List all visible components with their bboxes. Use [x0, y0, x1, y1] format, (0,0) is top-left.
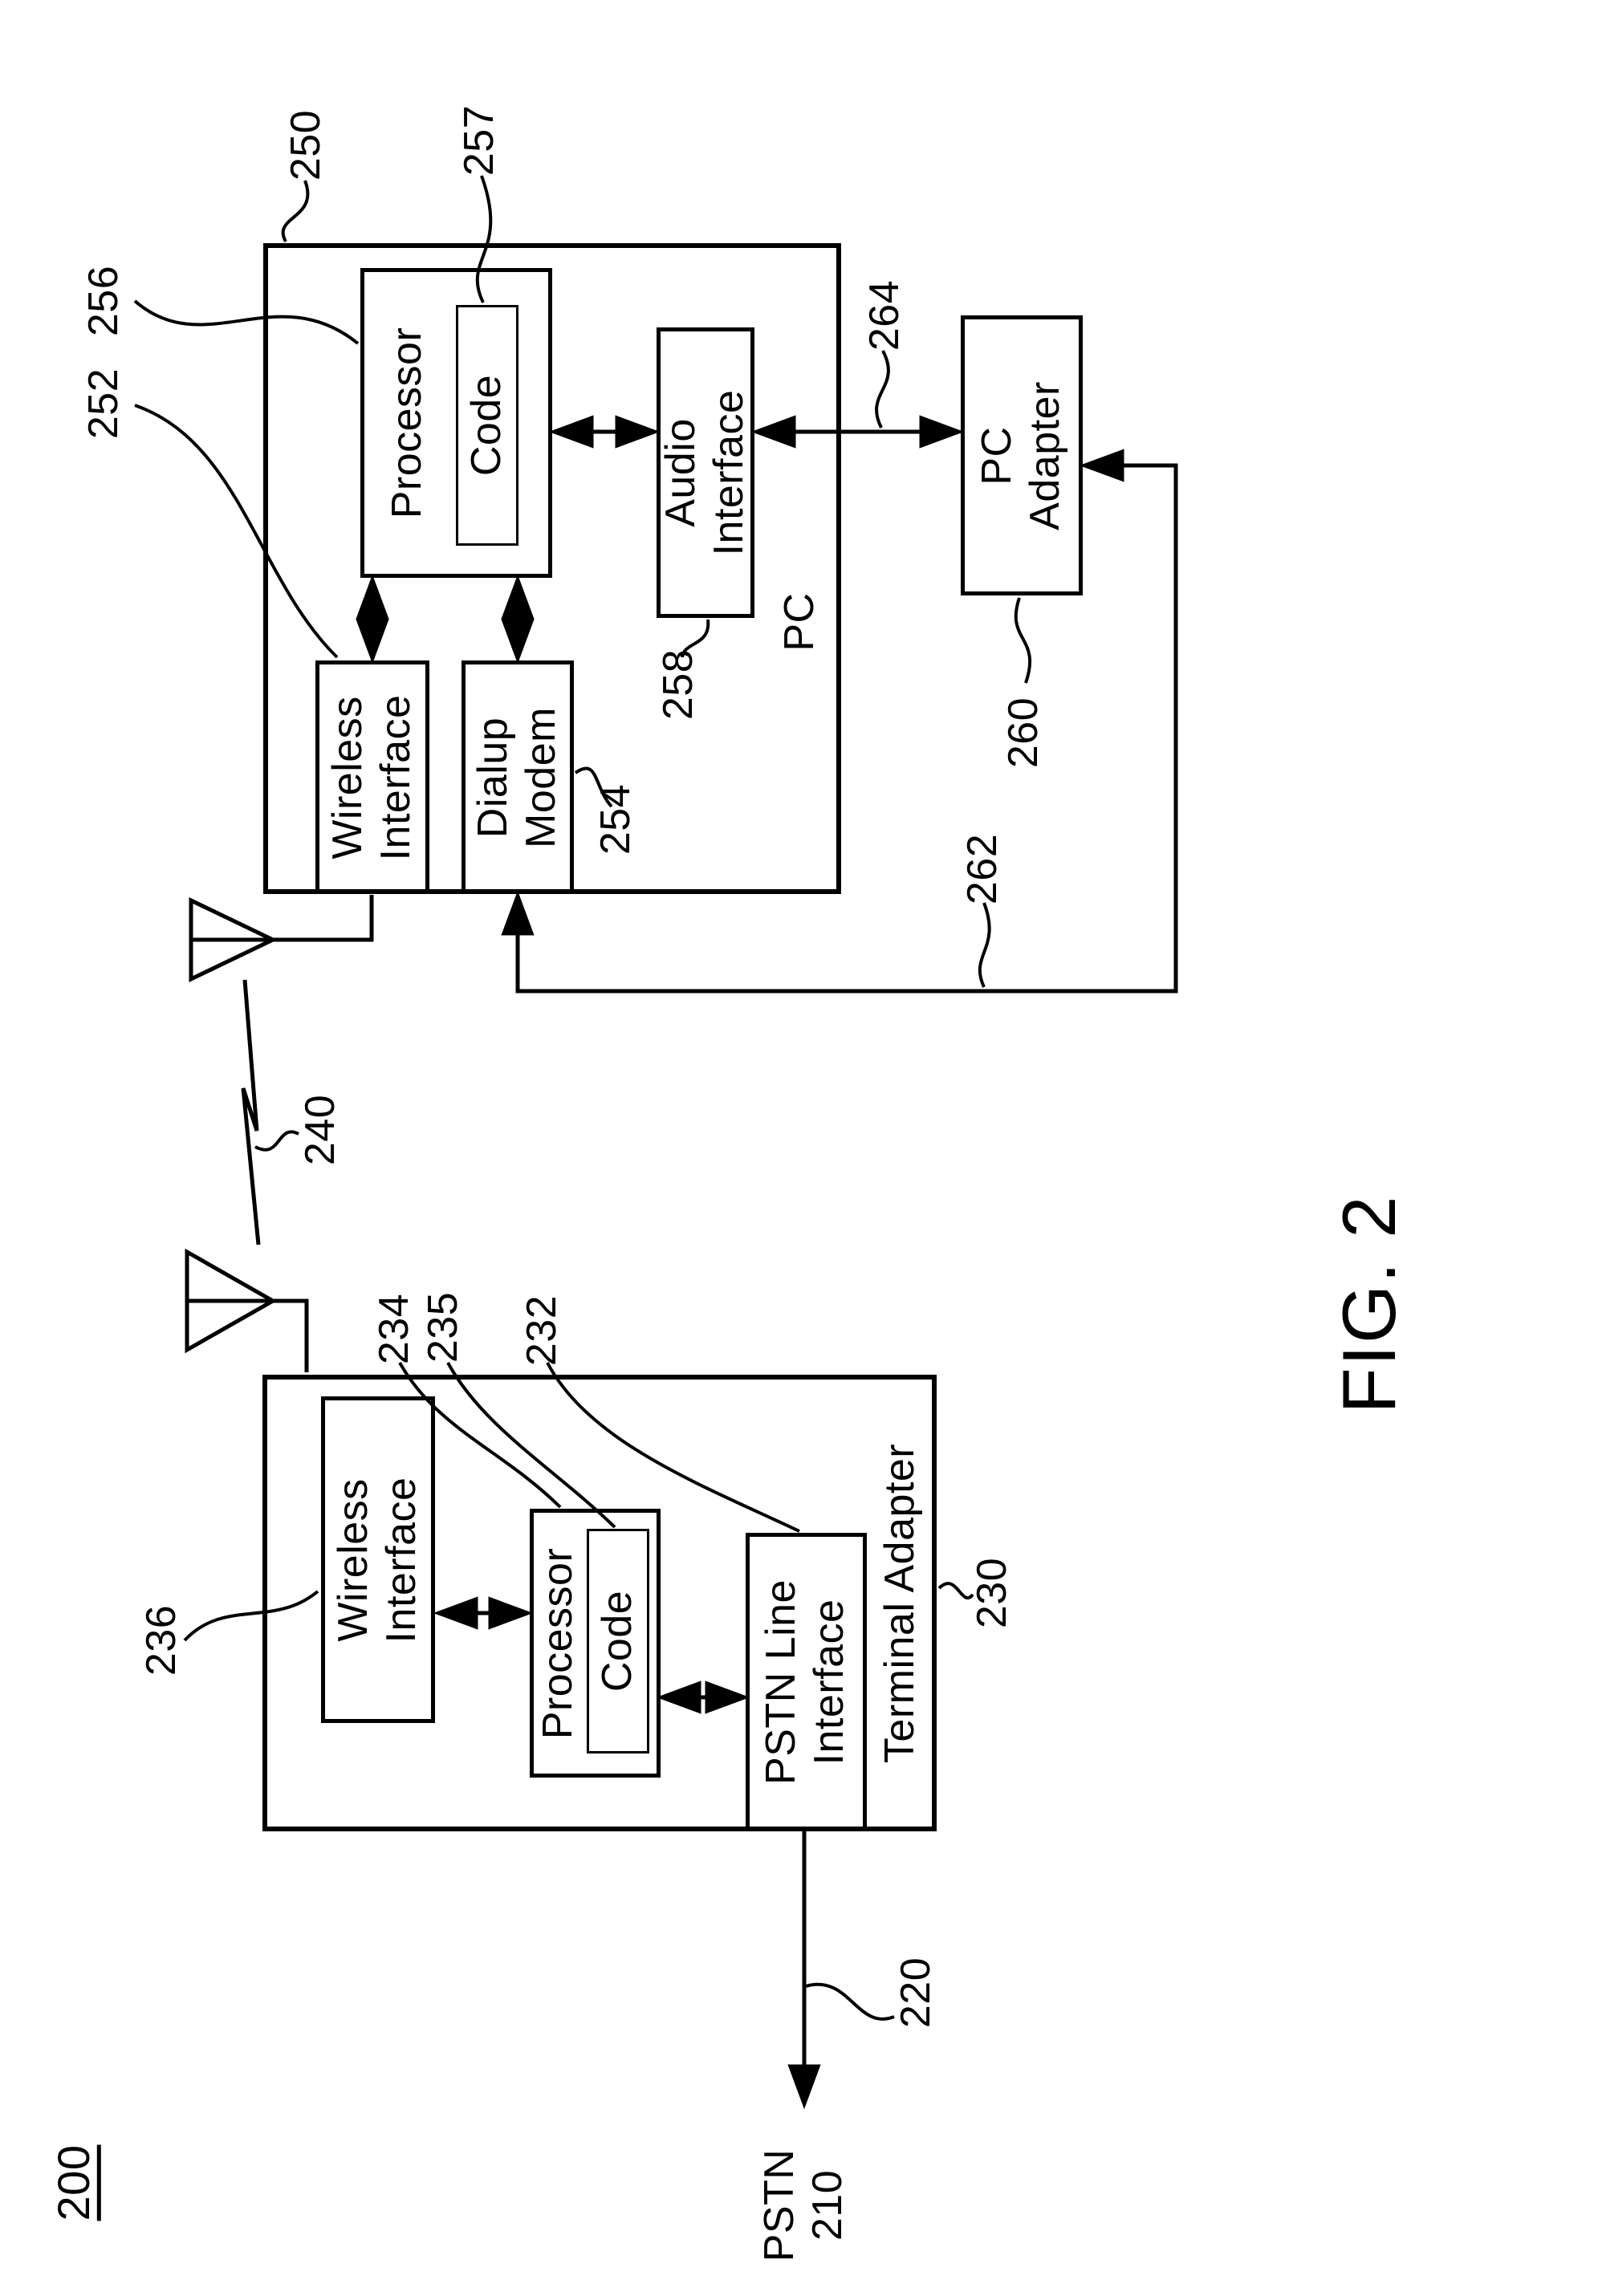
wireless-link-zigzag [241, 979, 261, 1246]
leader-256 [133, 299, 360, 345]
ref-230: 230 [969, 1557, 1016, 1629]
pstn-label: PSTN 210 [756, 2148, 851, 2262]
ref-257: 257 [456, 104, 503, 177]
ref-264: 264 [861, 279, 909, 352]
overall-ref-200: 200 [47, 2144, 99, 2221]
leader-264 [875, 350, 890, 429]
arrow-processor-pstn-ta [656, 1680, 750, 1714]
leader-252 [134, 404, 339, 659]
ref-262: 262 [959, 833, 1006, 905]
leader-232 [546, 1362, 800, 1533]
ref-256: 256 [80, 265, 128, 337]
leader-262 [978, 902, 991, 988]
leader-260 [1014, 597, 1032, 684]
leader-234 [398, 1362, 562, 1509]
ref-240: 240 [297, 1094, 344, 1166]
ta-antenna-icon [185, 1248, 309, 1372]
ref-260: 260 [1000, 697, 1047, 769]
arrow-wireless-processor-ta [433, 1596, 534, 1630]
ref-220: 220 [893, 1957, 940, 2029]
arrow-dialup-processor-pc [501, 574, 535, 664]
ref-254: 254 [592, 783, 640, 855]
leader-257 [475, 175, 493, 303]
leader-258 [681, 619, 710, 658]
pc-antenna-icon [189, 895, 374, 982]
ref-232: 232 [518, 1294, 566, 1367]
ref-250: 250 [283, 109, 330, 181]
arrow-wireless-processor-pc [356, 574, 389, 664]
leader-235 [446, 1362, 616, 1529]
pstn-arrow [787, 1831, 821, 2110]
ref-252: 252 [80, 368, 128, 440]
arrow-processor-audio [548, 415, 661, 449]
leader-240 [254, 1130, 299, 1152]
leader-236 [183, 1590, 319, 1642]
leader-lines [133, 175, 1032, 2021]
ref-235: 235 [420, 1291, 467, 1363]
leader-254 [574, 766, 613, 808]
leader-220 [805, 1982, 895, 2021]
figure-number: FIG. 2 [1326, 1194, 1411, 1414]
arrow-audio-pc-adapter [750, 415, 965, 449]
leader-230 [937, 1582, 974, 1600]
leader-250 [281, 180, 310, 242]
connection-262 [501, 449, 1178, 994]
ref-234: 234 [371, 1293, 418, 1365]
ref-258: 258 [655, 648, 702, 721]
ref-236: 236 [138, 1604, 185, 1676]
